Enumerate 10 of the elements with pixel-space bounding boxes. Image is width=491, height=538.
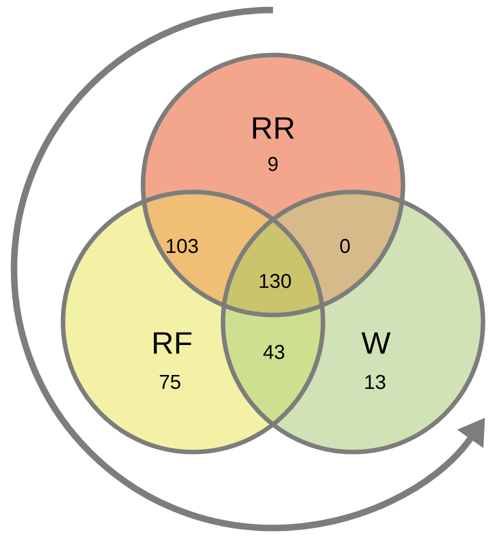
set-name: RR <box>253 117 294 139</box>
count-label: 9 <box>268 156 278 172</box>
count-label: 13 <box>365 374 386 390</box>
count-label: 75 <box>160 375 180 389</box>
count-label: 103 <box>166 238 198 254</box>
set-name: W <box>362 332 391 354</box>
count-label: 130 <box>260 274 291 288</box>
set-name: RF <box>154 332 192 354</box>
count-label: 0 <box>340 238 350 254</box>
count-label: 43 <box>263 344 284 360</box>
